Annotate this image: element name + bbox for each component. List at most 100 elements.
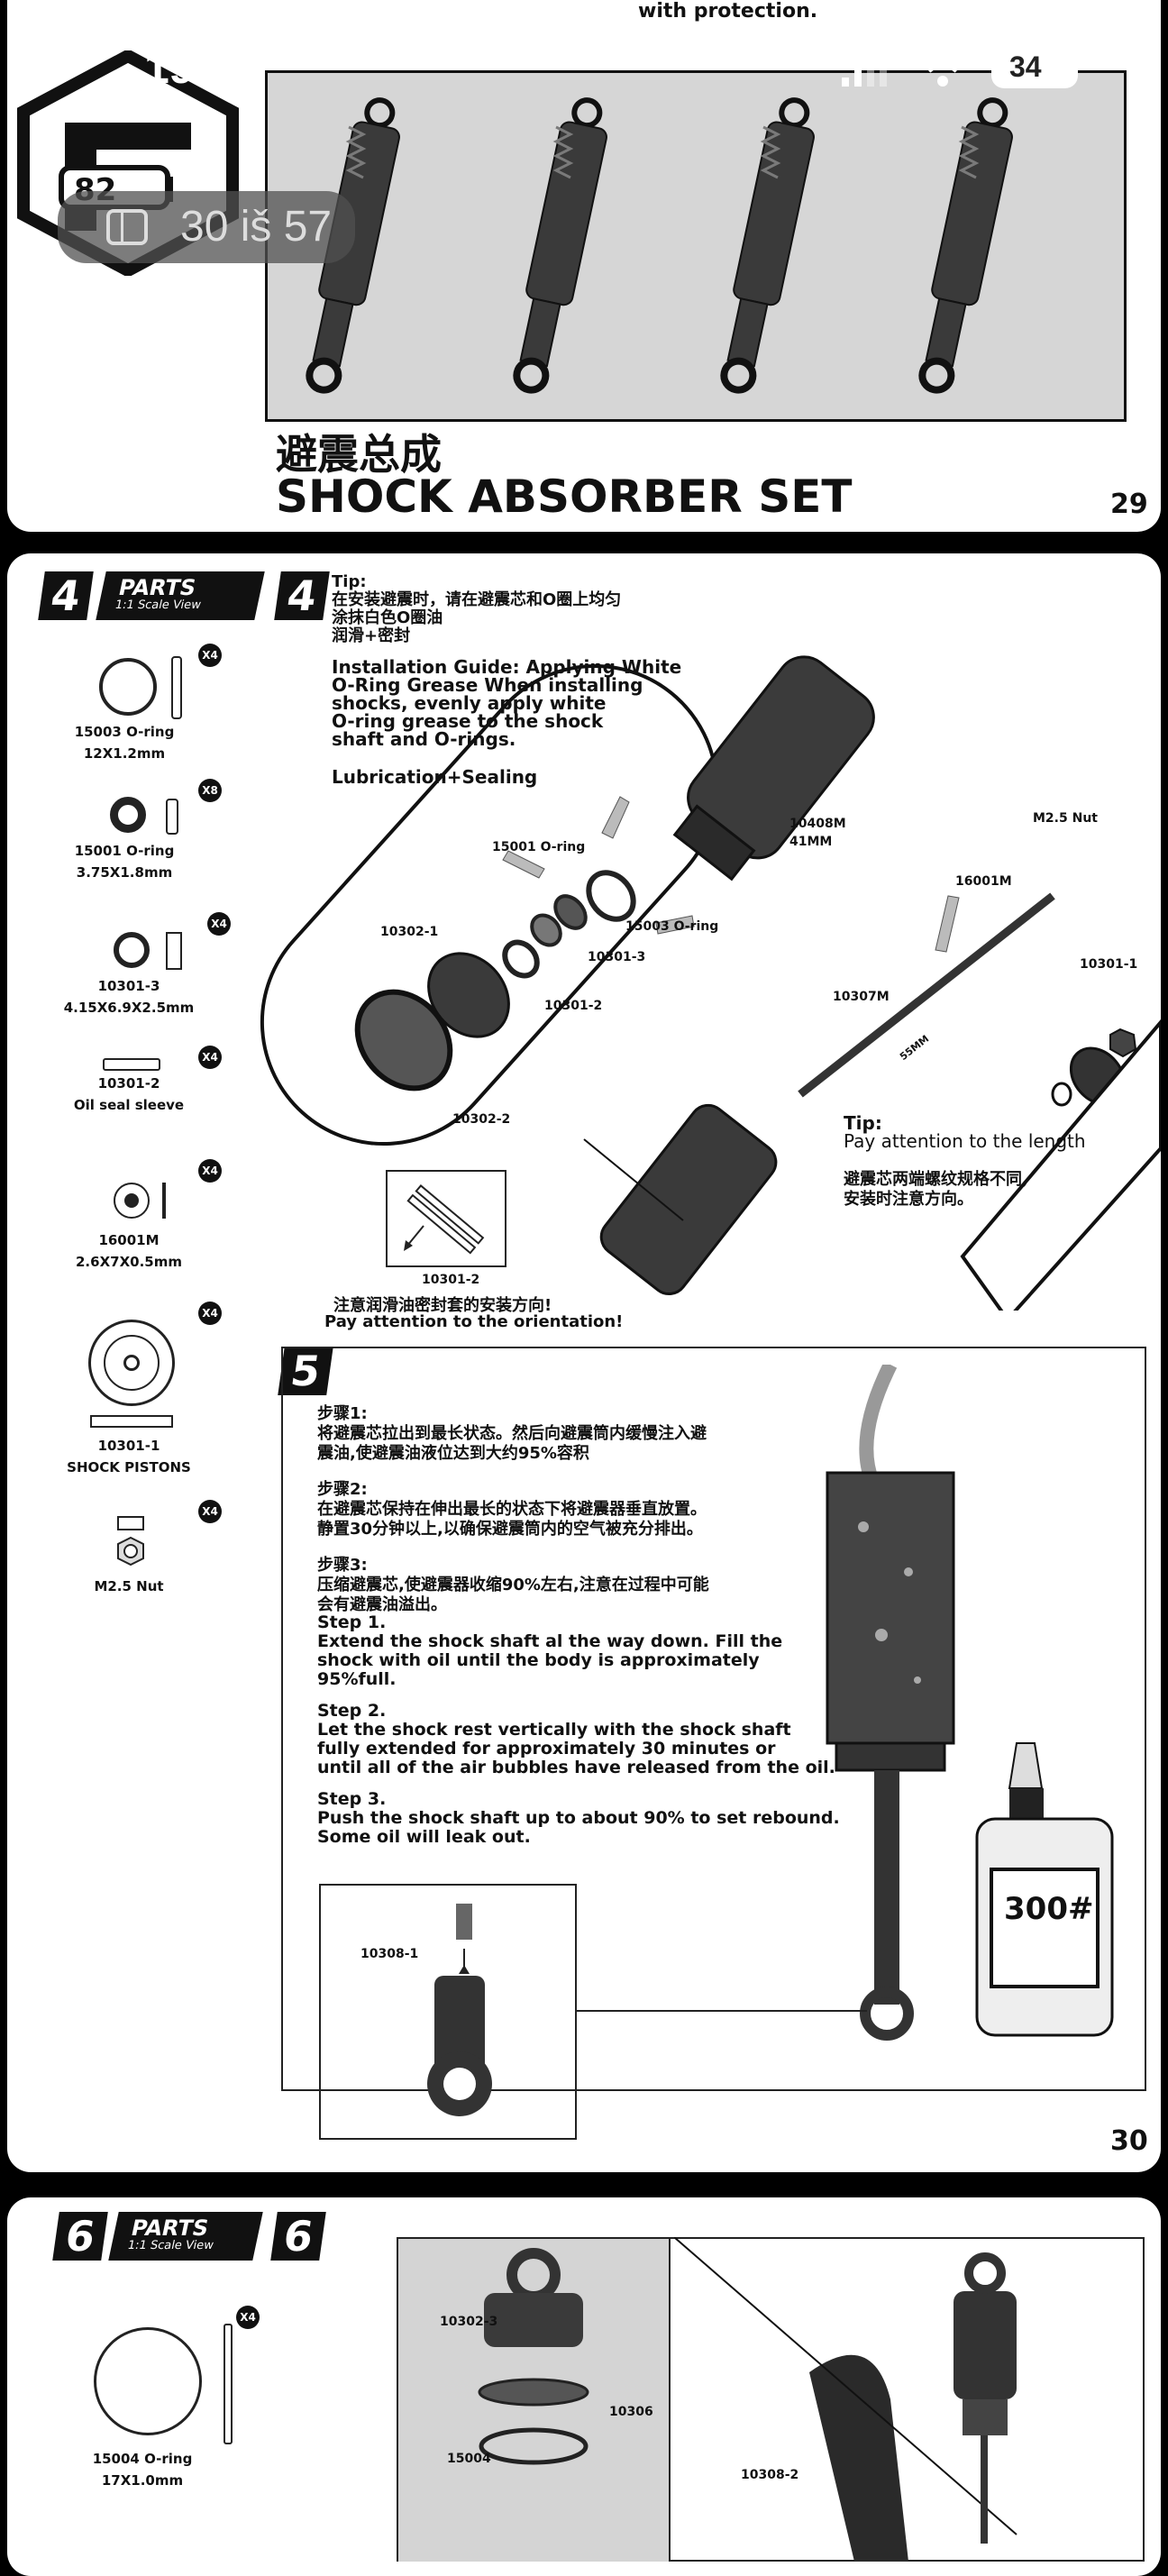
top-caption: with protection. [638, 0, 818, 23]
part-code: 10301-3 [97, 978, 160, 994]
orientation-inset [386, 1170, 506, 1267]
step3-en-label: Step 3. [317, 1789, 387, 1809]
oil-label: 300# [1004, 1891, 1094, 1927]
label-10302-1: 10302-1 [380, 925, 439, 939]
hex-nut-icon [117, 1536, 144, 1567]
part-code: 15004 O-ring [92, 2451, 193, 2467]
o-ring-large-icon [99, 658, 157, 716]
part-size: 3.75X1.8mm [76, 864, 173, 881]
tip-cn-line: 涂抹白色O圈油 [332, 608, 443, 627]
label-10302-2: 10302-2 [452, 1112, 511, 1127]
label-10302-3: 10302-3 [440, 2315, 498, 2329]
step1-en-label: Step 1. [317, 1612, 387, 1632]
part-size: SHOCK PISTONS [67, 1459, 191, 1475]
step-5-instructions-cn: 步骤1: 将避震芯拉出到最长状态。然后向避震筒内缓慢注入避 震油,使避震油液位达… [317, 1404, 709, 1615]
s3-cn-line: 会有避震油溢出。 [317, 1595, 447, 1614]
battery-level: 34 [1009, 50, 1042, 83]
shock-cap-exploded [478, 2248, 589, 2465]
part-item: X4 10301-3 4.15X6.9X2.5mm [43, 905, 260, 1031]
parts-subtitle: 1:1 Scale View [114, 598, 203, 612]
rod-end-inset [319, 1884, 577, 2140]
step2-en-label: Step 2. [317, 1701, 387, 1721]
qty-badge: X8 [198, 779, 222, 802]
part-code: 16001M [98, 1232, 160, 1248]
step1-en-line: Extend the shock shaft al the way down. … [317, 1631, 783, 1651]
label-16001m: 16001M [955, 874, 1012, 889]
page-number: 30 [1110, 2125, 1148, 2157]
guide-line: O-Ring Grease When installing [332, 674, 643, 696]
step2-en-line: fully extended for approximately 30 minu… [317, 1739, 776, 1758]
qty-badge: X4 [198, 1046, 222, 1069]
oil-seal-orientation-icon [404, 1184, 485, 1255]
label-41mm: 41MM [789, 835, 833, 849]
rod-end-leader [577, 2010, 867, 2012]
qty-badge: X4 [198, 1159, 222, 1183]
pages-icon [106, 209, 148, 245]
step-4-tip: Tip: 在安装避震时，请在避震芯和O圈上均匀 涂抹白色O圈油 润滑+密封 [332, 573, 621, 645]
part-code: 15003 O-ring [74, 724, 175, 740]
step2-en-line: until all of the air bubbles have releas… [317, 1758, 835, 1777]
s2-label-cn: 步骤2: [317, 1480, 368, 1499]
step1-en-line: shock with oil until the body is approxi… [317, 1650, 760, 1670]
label-15004: 15004 [447, 2452, 491, 2466]
step2-en-line: Let the shock rest vertically with the s… [317, 1720, 791, 1740]
exploded-shock-diagram [260, 655, 1161, 1311]
s2-cn-line: 在避震芯保持在伸出最长的状态下将避震器垂直放置。 [317, 1500, 707, 1519]
tip2-label: Tip: [844, 1112, 882, 1134]
s1-cn-line: 震油,使避震油液位达到大约95%容积 [317, 1444, 589, 1463]
part-size: 2.6X7X0.5mm [76, 1254, 182, 1270]
page-counter-chip[interactable]: 30 iš 57 [58, 191, 355, 263]
label-10307m: 10307M [833, 990, 890, 1004]
s1-label-cn: 步骤1: [317, 1404, 368, 1423]
part-size: 17X1.0mm [101, 2472, 184, 2489]
qty-badge: X4 [207, 912, 231, 936]
tip2-cn-line-2: 安装时注意方向。 [844, 1190, 973, 1209]
part-item: X4 15003 O-ring 12X1.2mm [43, 635, 260, 762]
step-5-frame [281, 1347, 1146, 2091]
part-code: M2.5 Nut [94, 1578, 164, 1594]
orientation-note-en: Pay attention to the orientation! [324, 1312, 624, 1331]
o-ring-small-icon [110, 797, 146, 833]
label-10301-2: 10301-2 [544, 999, 603, 1013]
s3-label-cn: 步骤3: [317, 1556, 368, 1575]
tip2-cn-line-1: 避震芯两端螺纹规格不同, [844, 1170, 1028, 1189]
shock-assembly-right [674, 2237, 1017, 2562]
tip-cn-line: 润滑+密封 [332, 626, 411, 645]
label-m25-nut: M2.5 Nut [1033, 811, 1098, 826]
step-5-instructions-en: Step 1. Extend the shock shaft al the wa… [317, 1613, 840, 1847]
part-item: X4 10301-2 Oil seal sleeve [43, 1040, 260, 1139]
parts-step-badge: 4 [38, 571, 94, 620]
parts-list: X4 15003 O-ring 12X1.2mm X8 15001 O-ring… [43, 635, 260, 1594]
guide-line: Installation Guide: Applying White [332, 656, 682, 678]
part-code: 10301-1 [97, 1438, 160, 1454]
parts-subtitle: 1:1 Scale View [126, 2239, 215, 2252]
part-code: 15001 O-ring [74, 843, 175, 859]
parts-title: PARTS [128, 2215, 211, 2241]
guide-line: shocks, evenly apply white [332, 692, 607, 714]
shock-piston-icon [88, 1320, 175, 1406]
part-item: X4 10301-1 SHOCK PISTONS [43, 1302, 260, 1475]
o-ring-xl-icon [94, 2327, 202, 2435]
label-15001: 15001 O-ring [492, 840, 586, 854]
battery-icon: 34 [991, 47, 1078, 88]
part-size: 4.15X6.9X2.5mm [63, 1000, 195, 1016]
inset-label: 10301-2 [422, 1273, 480, 1287]
parts-tag: PARTS 1:1 Scale View [108, 2212, 263, 2261]
part-item: X8 15001 O-ring 3.75X1.8mm [43, 770, 260, 896]
rod-end-illustration [427, 1904, 492, 2116]
label-10306: 10306 [609, 2405, 653, 2419]
page-31: 6 PARTS 1:1 Scale View 6 X4 15004 O-ring… [7, 2197, 1161, 2576]
section-title-en: SHOCK ABSORBER SET [276, 470, 853, 523]
cellular-signal-icon [840, 56, 894, 87]
qty-badge: X4 [198, 1500, 222, 1523]
spacer-icon [114, 932, 150, 968]
part-size: 12X1.2mm [83, 745, 166, 762]
label-10308-2: 10308-2 [741, 2468, 799, 2482]
label-10301-3: 10301-3 [588, 950, 646, 964]
qty-badge: X4 [236, 2306, 260, 2329]
part-code: 10301-2 [97, 1075, 160, 1092]
parts-tag: PARTS 1:1 Scale View [96, 571, 265, 620]
parts-title: PARTS [115, 575, 198, 600]
part-size: Oil seal sleeve [73, 1097, 185, 1113]
step-6-badge: 6 [270, 2212, 326, 2261]
